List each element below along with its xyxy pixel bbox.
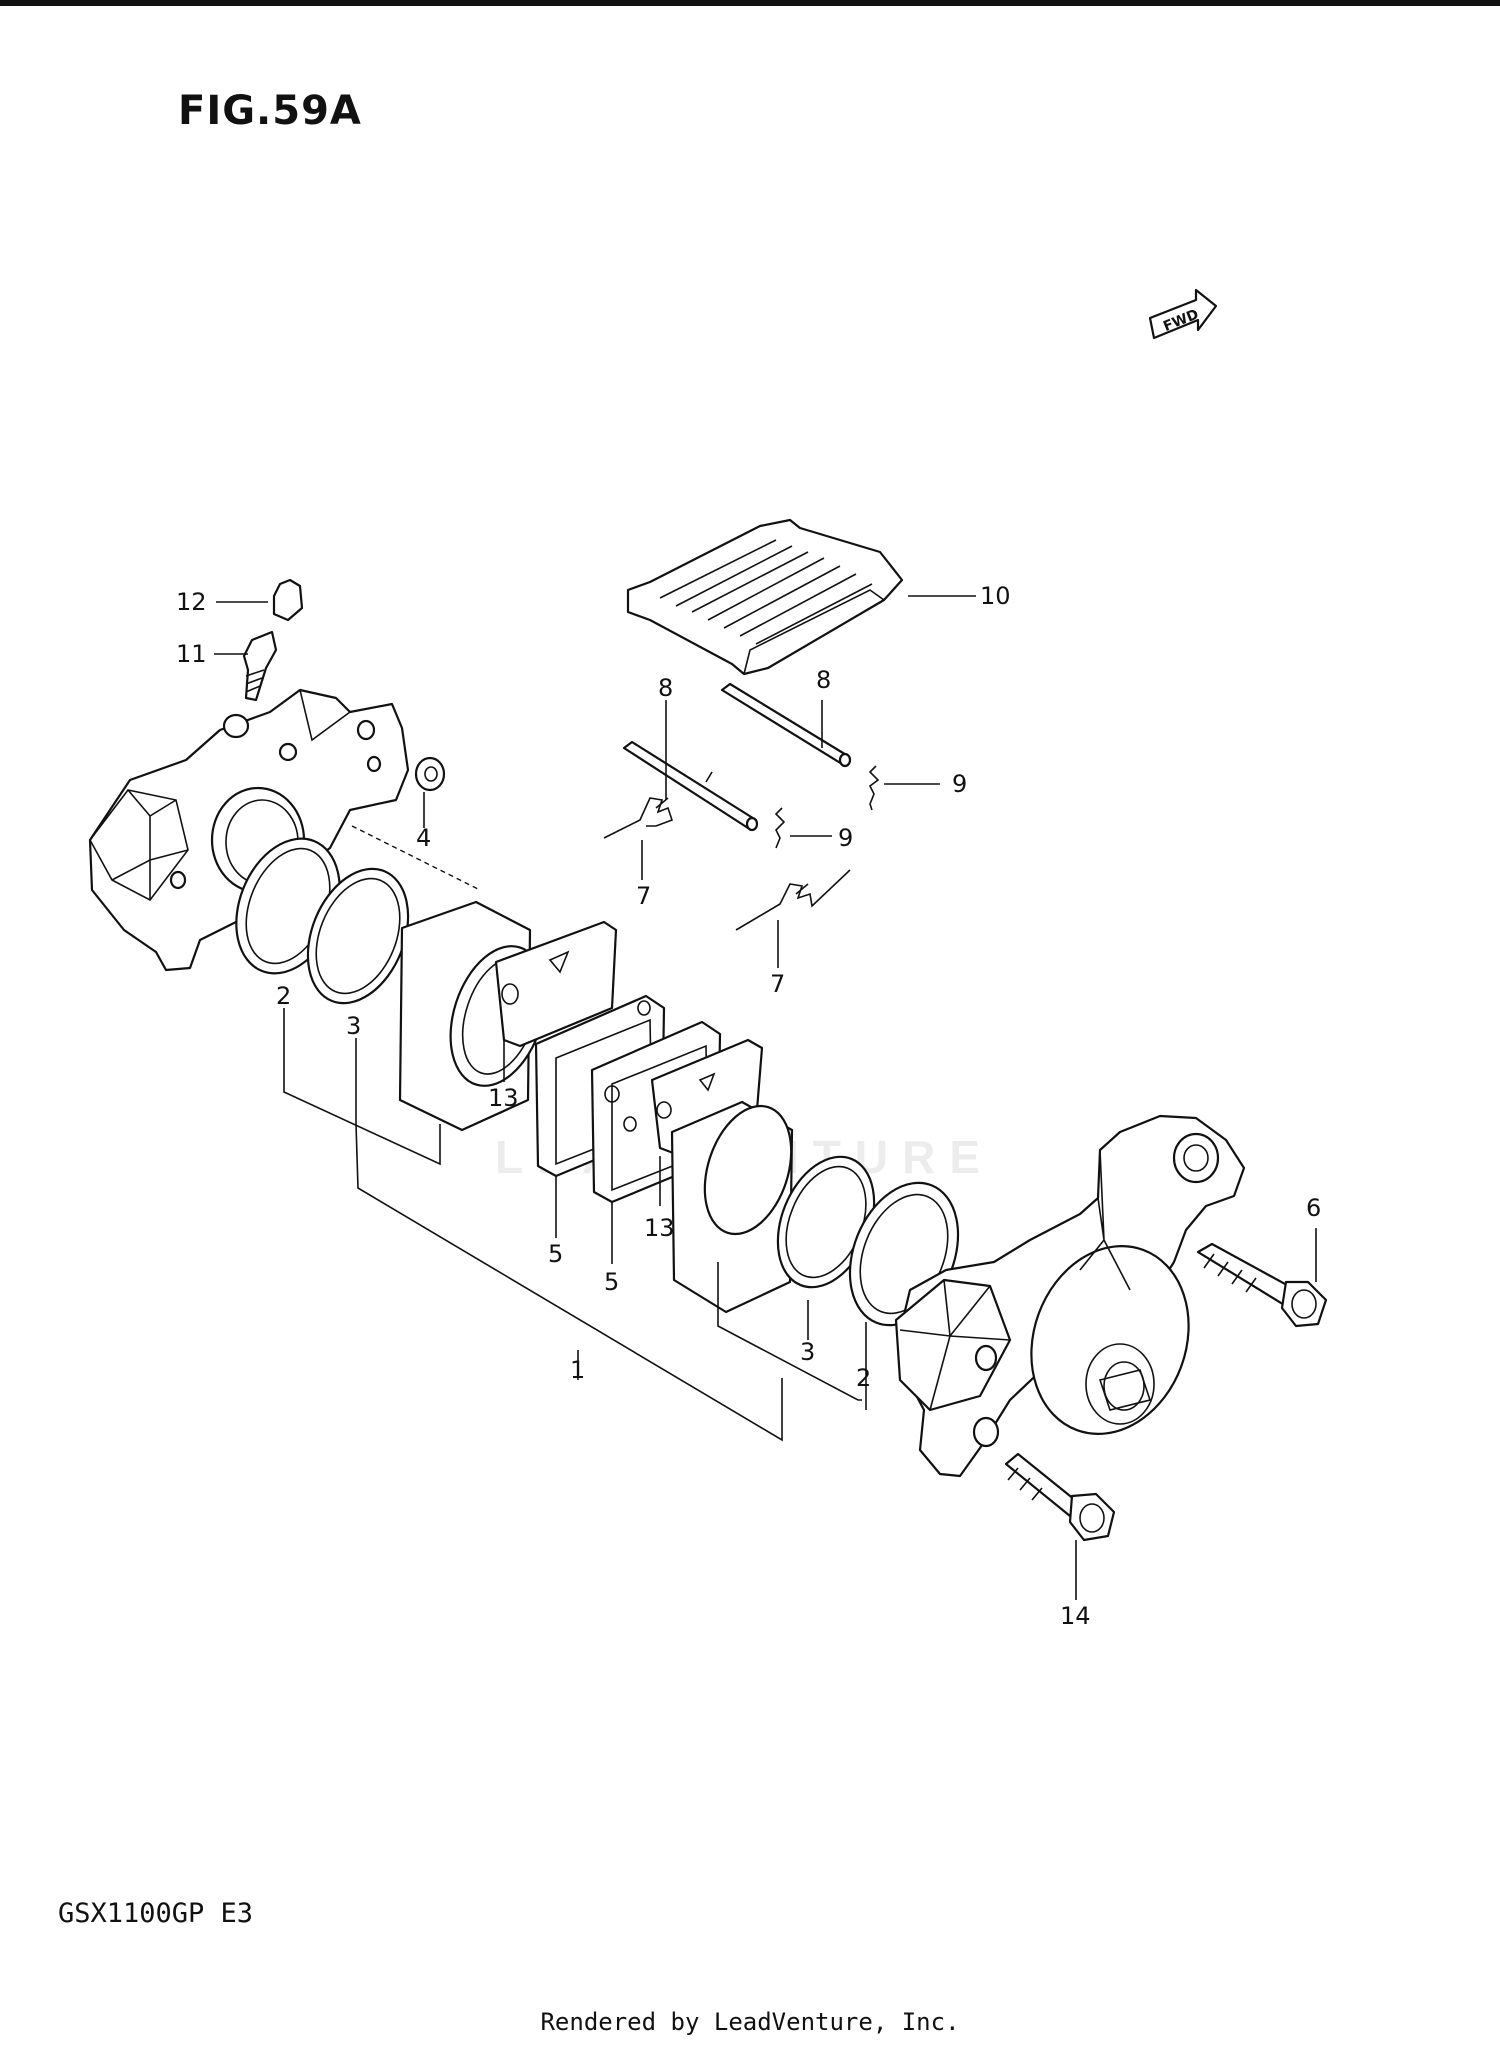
callout-1: 1 bbox=[570, 1356, 585, 1384]
callout-9-upper: 9 bbox=[952, 770, 967, 798]
callout-4: 4 bbox=[416, 824, 431, 852]
bleeder-cap-12 bbox=[272, 578, 304, 622]
callout-5-left: 5 bbox=[548, 1240, 563, 1268]
mounting-bolt-6 bbox=[1196, 1242, 1328, 1328]
footer-credit: Rendered by LeadVenture, Inc. bbox=[540, 2008, 960, 2036]
dust-seal-3-left bbox=[306, 867, 410, 1005]
model-code: GSX1100GP E3 bbox=[58, 1898, 254, 1929]
callout-3-right: 3 bbox=[800, 1338, 815, 1366]
callout-14: 14 bbox=[1060, 1602, 1091, 1630]
pad-spring-10 bbox=[626, 518, 904, 676]
figure-title: FIG.59A bbox=[178, 88, 362, 134]
callout-8-left: 8 bbox=[658, 674, 673, 702]
callout-8-right: 8 bbox=[816, 666, 831, 694]
callout-labels: 12 11 4 10 8 8 9 9 7 7 2 3 13 13 5 5 6 1… bbox=[176, 582, 1321, 1630]
callout-7-right: 7 bbox=[770, 970, 785, 998]
callout-6: 6 bbox=[1306, 1194, 1321, 1222]
callout-13-left: 13 bbox=[488, 1084, 519, 1112]
mounting-bolt-14 bbox=[1004, 1452, 1116, 1542]
washer-4 bbox=[414, 756, 446, 792]
caliper-housing-left bbox=[88, 688, 410, 972]
callout-2-right: 2 bbox=[856, 1364, 871, 1392]
callout-13-right: 13 bbox=[644, 1214, 675, 1242]
callout-2-left: 2 bbox=[276, 982, 291, 1010]
pin-clip-9-lower bbox=[774, 807, 786, 849]
callout-7-left: 7 bbox=[636, 882, 651, 910]
pad-pin-8-lower bbox=[622, 740, 759, 832]
alignment-line bbox=[351, 825, 481, 891]
pad-pin-8-upper bbox=[720, 682, 852, 768]
callout-11: 11 bbox=[176, 640, 207, 668]
pad-spring-7-right bbox=[735, 869, 851, 931]
piston-right bbox=[670, 1100, 794, 1314]
caliper-housing-right bbox=[894, 1114, 1246, 1478]
top-border bbox=[0, 0, 1500, 6]
callout-3-left: 3 bbox=[346, 1012, 361, 1040]
callout-9-lower: 9 bbox=[838, 824, 853, 852]
callout-10: 10 bbox=[980, 582, 1011, 610]
fwd-arrow-icon: FWD bbox=[1148, 288, 1218, 340]
pad-spring-7-left bbox=[603, 797, 674, 839]
leader-lines bbox=[214, 595, 1317, 1600]
callout-12: 12 bbox=[176, 588, 207, 616]
callout-5-right: 5 bbox=[604, 1268, 619, 1296]
pin-clip-9-upper bbox=[868, 765, 880, 811]
bleeder-valve-11 bbox=[242, 630, 278, 702]
